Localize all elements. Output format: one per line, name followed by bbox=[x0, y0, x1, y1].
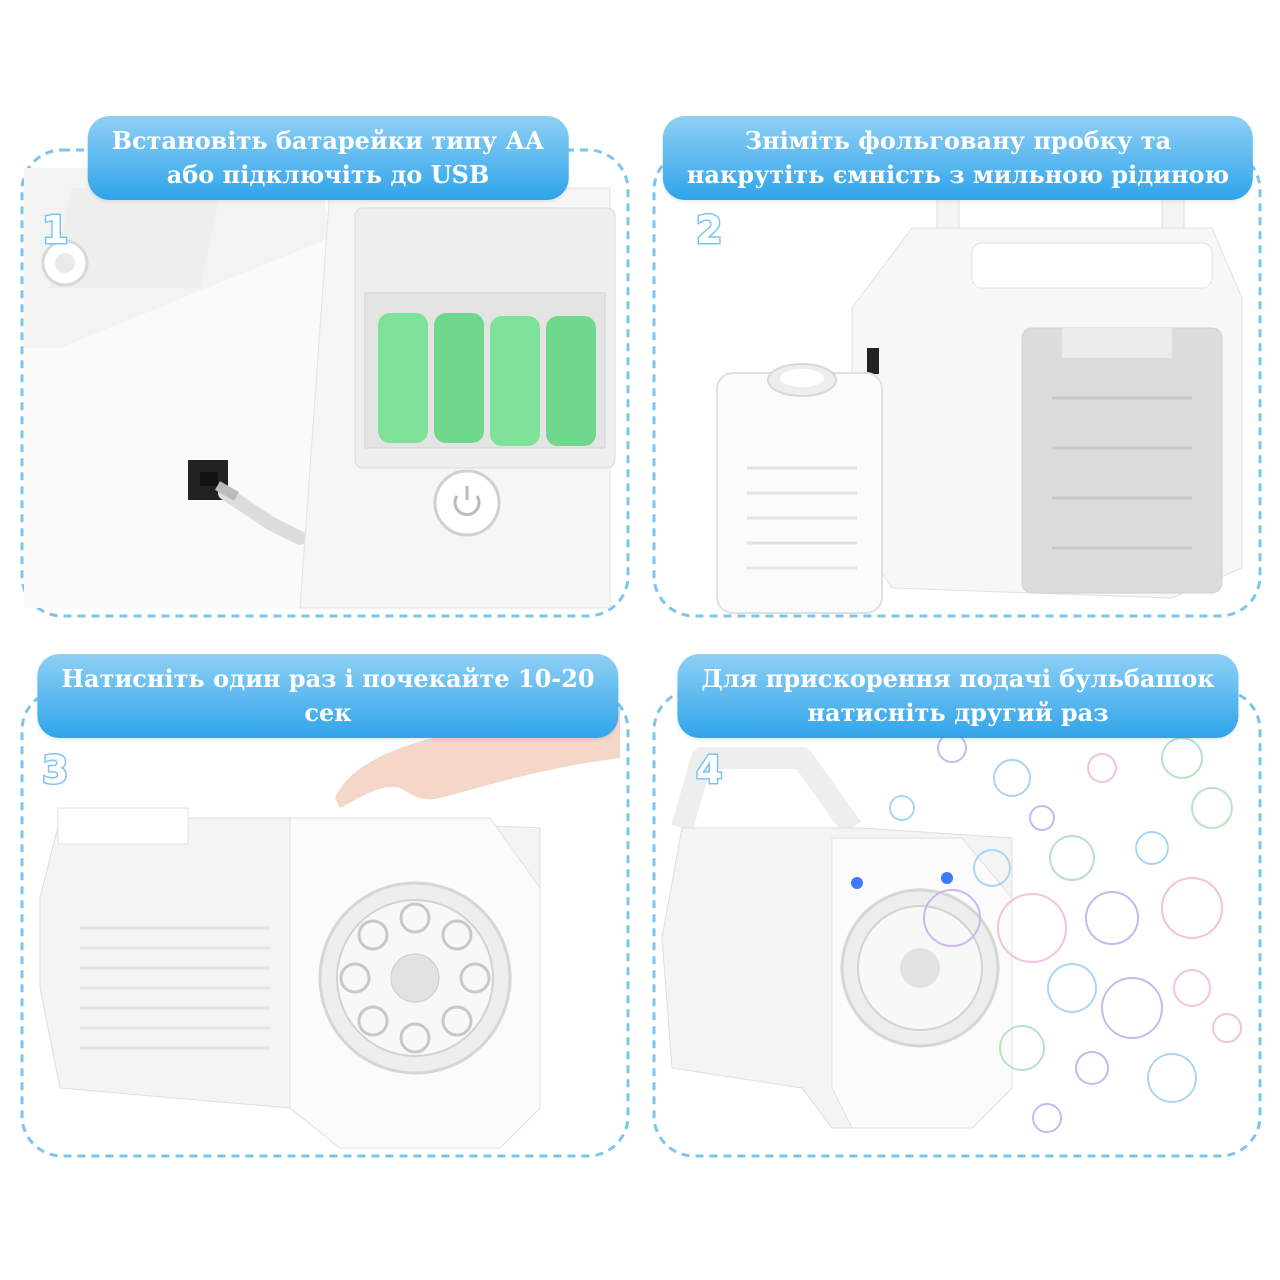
caption-line: Натисніть один раз і почекайте 10-20 bbox=[61, 664, 595, 693]
step-caption-3: Натисніть один раз і почекайте 10-20 сек bbox=[37, 654, 619, 738]
caption-line: Для прискорення подачі бульбашок bbox=[701, 664, 1215, 693]
battery-icon bbox=[378, 313, 596, 446]
step-panel-1: 1 bbox=[20, 148, 630, 618]
panel-1-illustration bbox=[20, 148, 630, 618]
step-caption-2: Зніміть фольговану пробку та накрутіть є… bbox=[662, 116, 1254, 200]
step-panel-4: 4 bbox=[652, 688, 1262, 1158]
panel-4-illustration bbox=[652, 688, 1262, 1158]
step-caption-1: Встановіть батарейки типу АА або підключ… bbox=[87, 116, 569, 200]
step-number-4: 4 bbox=[694, 747, 724, 794]
step-number-3: 3 bbox=[40, 747, 70, 794]
panel-3-illustration bbox=[20, 688, 630, 1158]
caption-line: Встановіть батарейки типу АА bbox=[111, 126, 545, 155]
caption-line: накрутіть ємність з мильною рідиною bbox=[686, 160, 1230, 189]
caption-line: Зніміть фольговану пробку та bbox=[744, 126, 1172, 155]
caption-line: або підключіть до USB bbox=[166, 160, 490, 189]
step-caption-4: Для прискорення подачі бульбашок натисні… bbox=[677, 654, 1239, 738]
step-panel-3: 3 bbox=[20, 688, 630, 1158]
caption-line: натисніть другий раз bbox=[807, 698, 1109, 727]
panel-2-illustration bbox=[652, 148, 1262, 618]
step-number-1: 1 bbox=[40, 207, 70, 254]
step-number-2: 2 bbox=[694, 207, 724, 254]
step-panel-2: 2 bbox=[652, 148, 1262, 618]
usb-cable-icon bbox=[214, 481, 307, 545]
caption-line: сек bbox=[304, 698, 352, 727]
power-icon bbox=[433, 469, 501, 537]
